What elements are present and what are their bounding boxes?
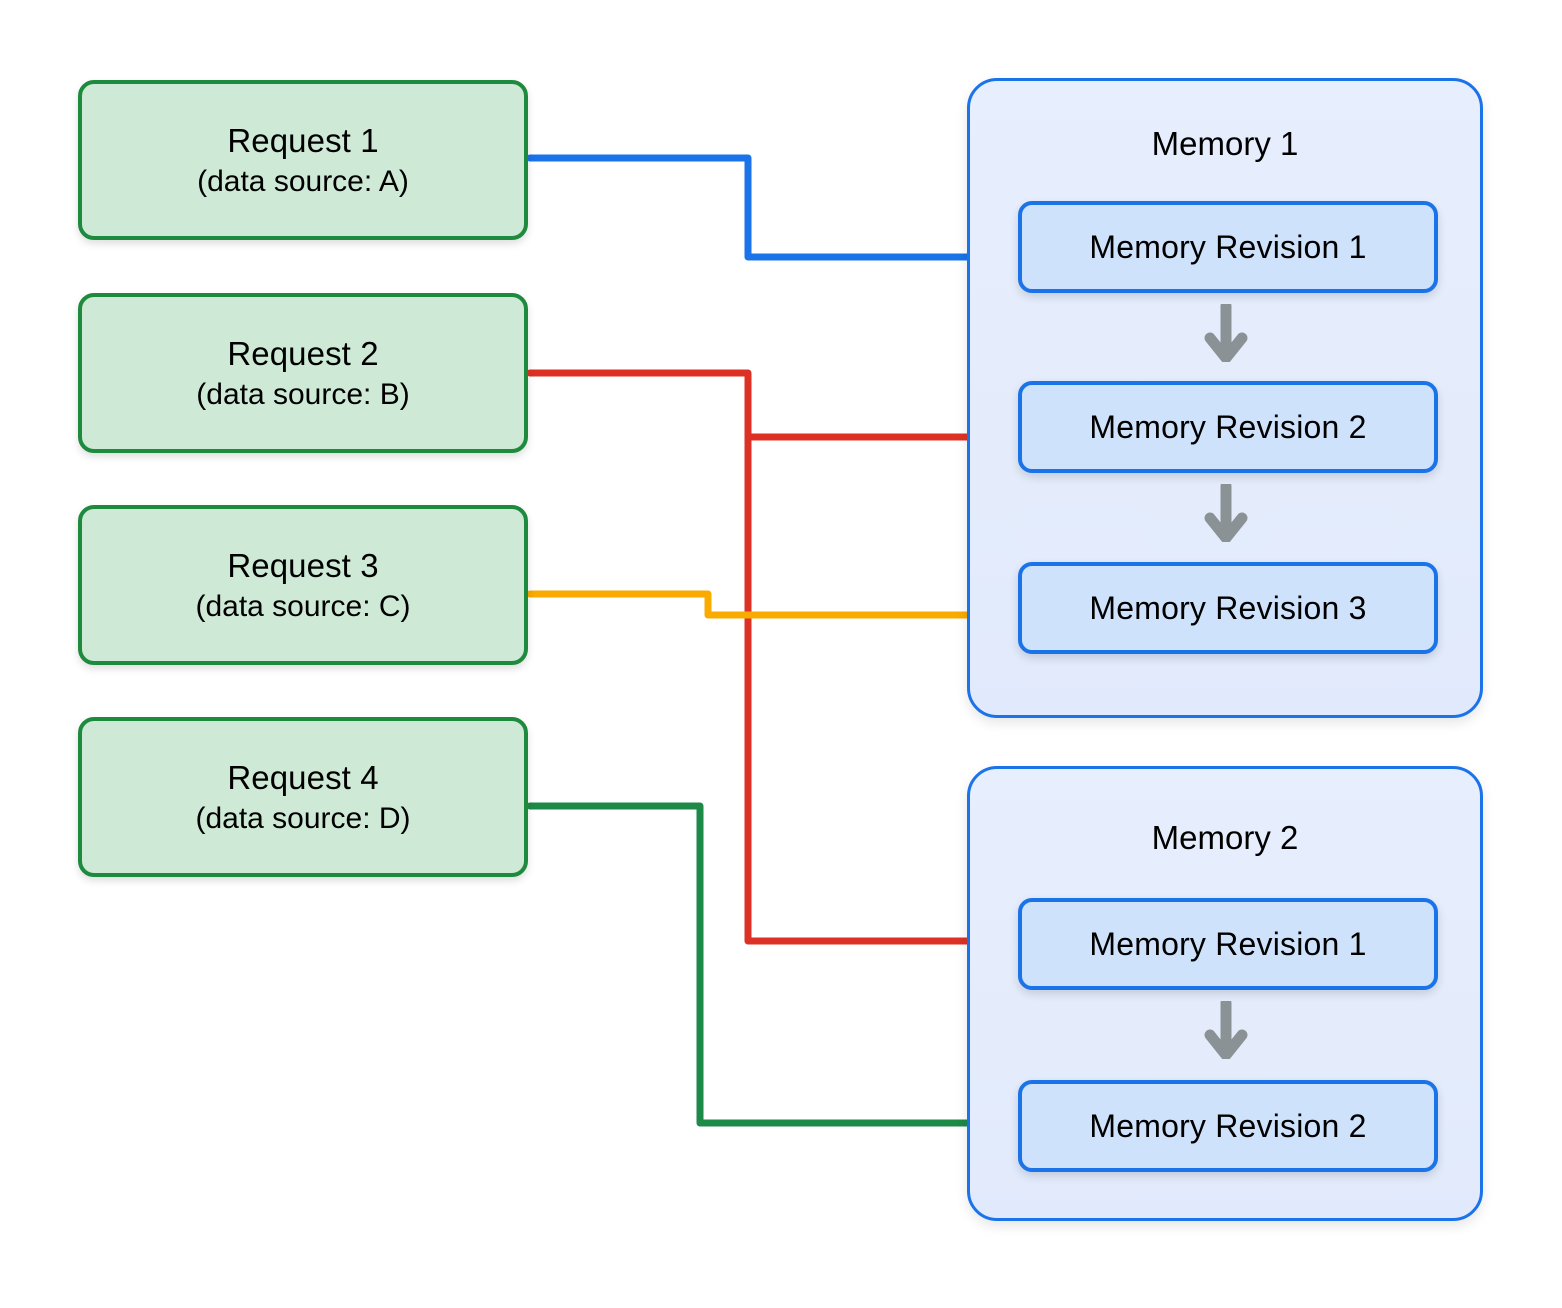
revision-label: Memory Revision 2 [1089, 1107, 1367, 1144]
memory-2-revision-2[interactable]: Memory Revision 2 [1018, 1080, 1438, 1172]
memory-title: Memory 1 [1151, 125, 1299, 162]
request-title: Request 2 [227, 334, 379, 372]
request-title: Request 1 [227, 121, 379, 159]
memory-title: Memory 2 [1151, 819, 1299, 856]
memory-2-revision-1[interactable]: Memory Revision 1 [1018, 898, 1438, 990]
down-arrow-icon [1204, 484, 1248, 542]
memory-container-1[interactable]: Memory 1 Memory Revision 1 Memory Revisi… [967, 78, 1483, 718]
request-box-3[interactable]: Request 3 (data source: C) [78, 505, 528, 665]
wire-request-4-to-memory-2-revision-2 [526, 802, 989, 1127]
wire-request-1-to-memory-1-revision-1 [526, 154, 989, 261]
request-subtitle: (data source: B) [196, 377, 410, 411]
request-box-4[interactable]: Request 4 (data source: D) [78, 717, 528, 877]
wire-request-3-to-memory-1-revision-3 [526, 590, 989, 619]
wire-request-2-to-memory-2-revision-1 [744, 433, 989, 945]
revision-label: Memory Revision 3 [1089, 589, 1367, 626]
down-arrow-icon [1204, 1001, 1248, 1059]
request-subtitle: (data source: A) [197, 164, 409, 198]
revision-label: Memory Revision 1 [1089, 925, 1367, 962]
memory-container-2[interactable]: Memory 2 Memory Revision 1 Memory Revisi… [967, 766, 1483, 1221]
revision-label: Memory Revision 1 [1089, 228, 1367, 265]
request-box-1[interactable]: Request 1 (data source: A) [78, 80, 528, 240]
wire-request-2-to-memory-1-revision-2 [526, 369, 989, 441]
request-box-2[interactable]: Request 2 (data source: B) [78, 293, 528, 453]
memory-1-revision-1[interactable]: Memory Revision 1 [1018, 201, 1438, 293]
request-title: Request 4 [227, 758, 379, 796]
request-title: Request 3 [227, 546, 379, 584]
revision-label: Memory Revision 2 [1089, 408, 1367, 445]
memory-1-revision-3[interactable]: Memory Revision 3 [1018, 562, 1438, 654]
memory-1-revision-2[interactable]: Memory Revision 2 [1018, 381, 1438, 473]
request-subtitle: (data source: D) [195, 801, 411, 835]
down-arrow-icon [1204, 304, 1248, 362]
request-subtitle: (data source: C) [195, 589, 411, 623]
